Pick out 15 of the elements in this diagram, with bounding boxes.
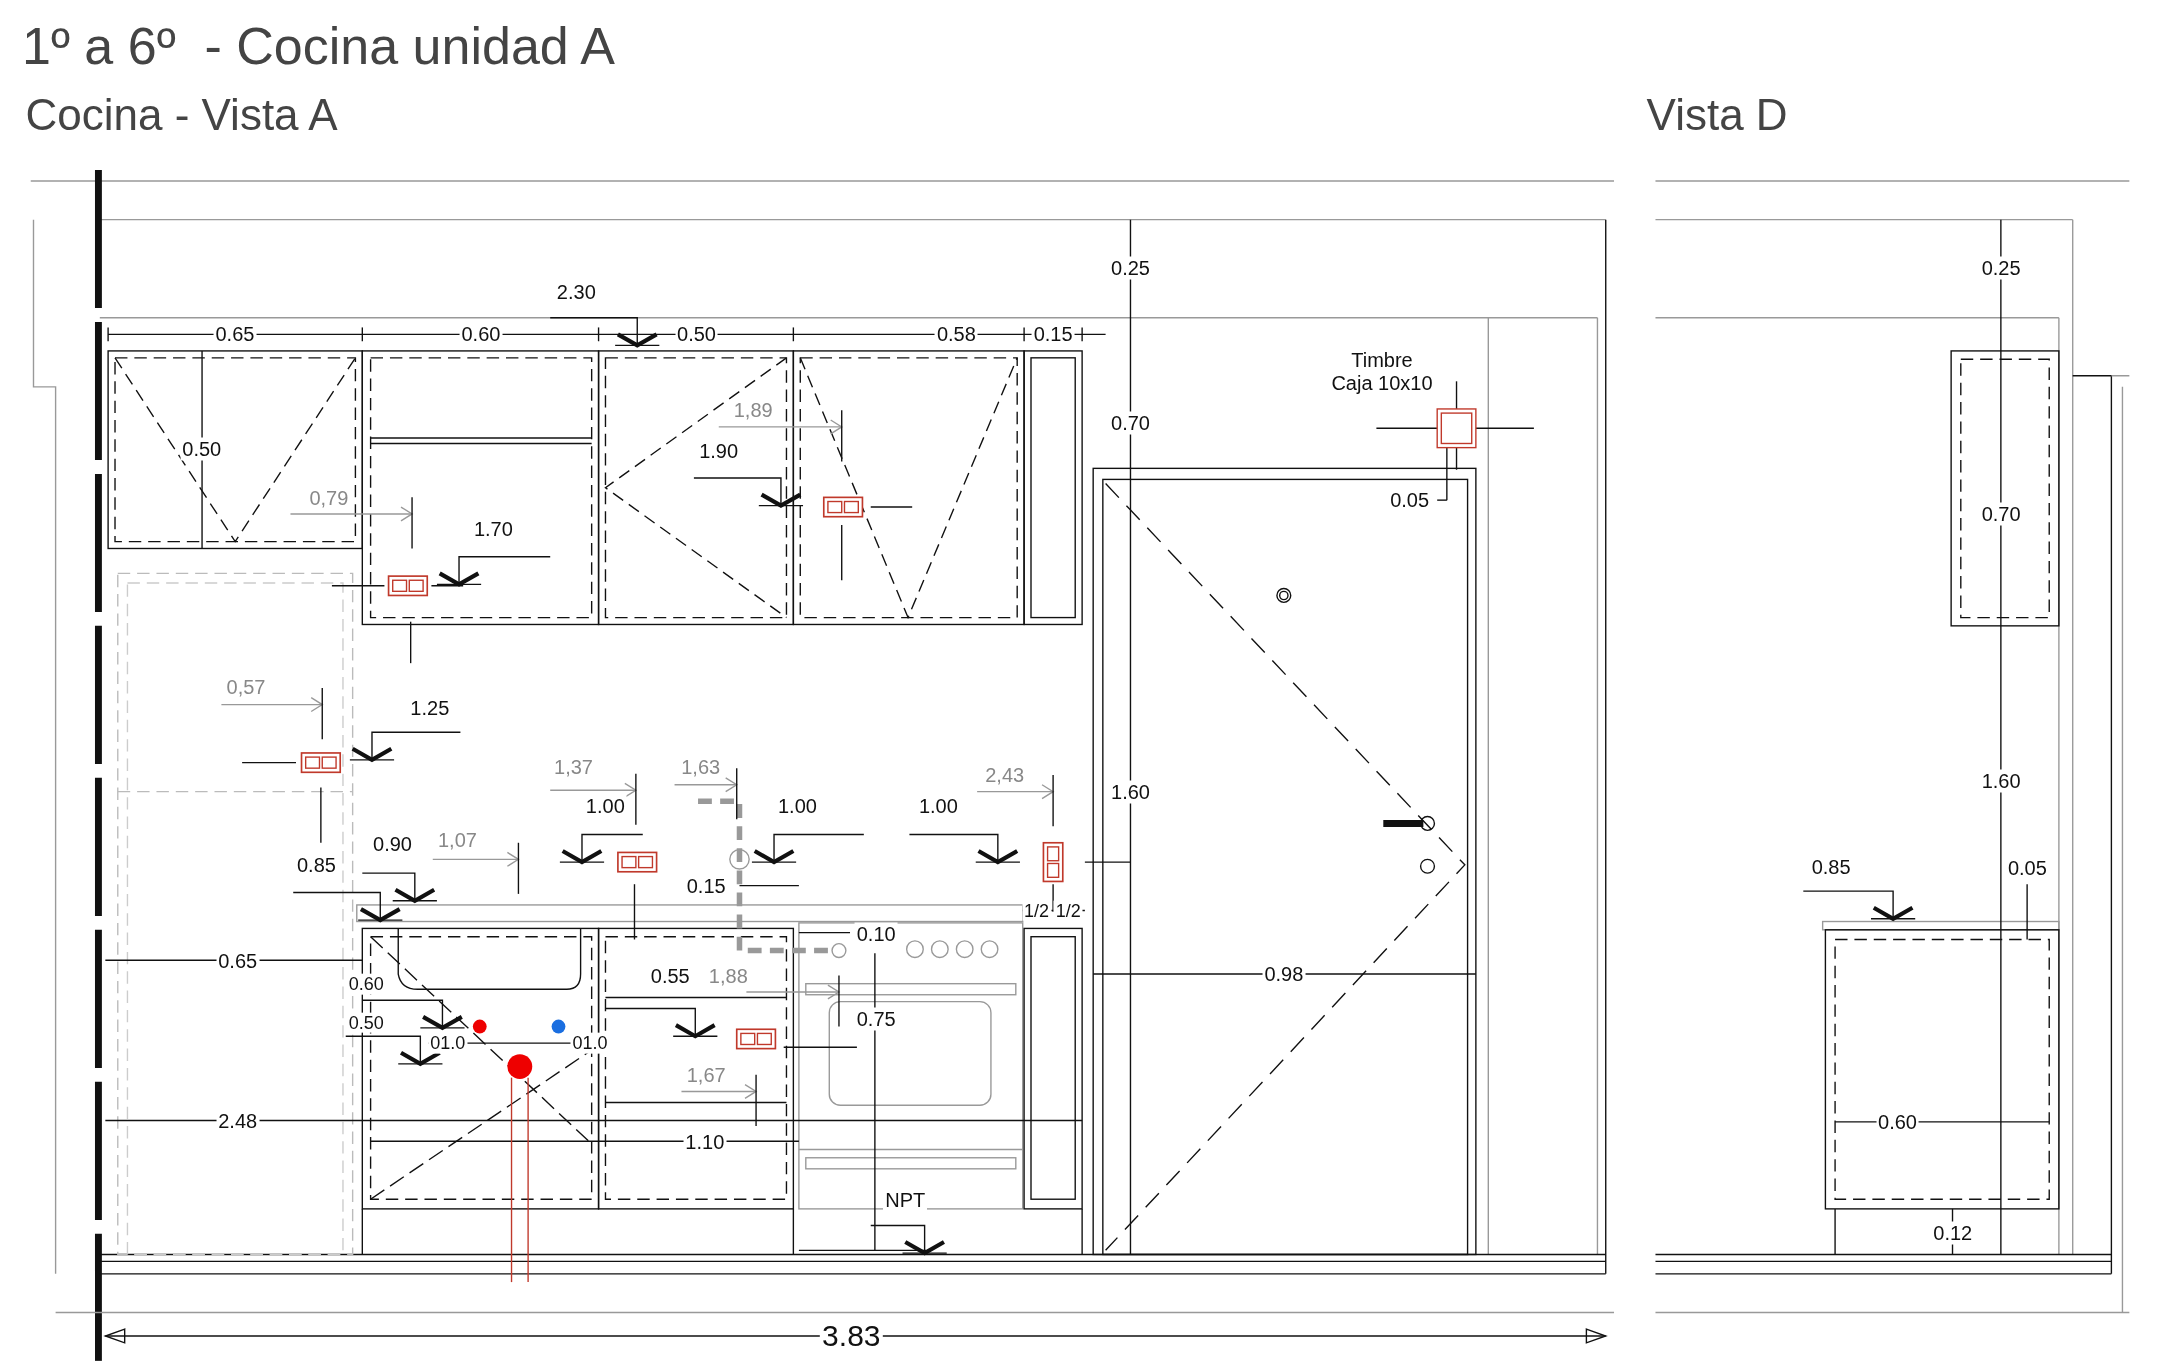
dimension-label: 1.60 (1109, 780, 1152, 804)
dimension-label: 0.75 (854, 1007, 898, 1031)
dimension-label: 0.50 (180, 437, 224, 461)
dimension-label: 0.70 (1979, 502, 2023, 526)
level-label: 0.50 (346, 1012, 386, 1034)
dimension-label: 0.25 (1979, 256, 2023, 280)
dimension-label: 0.12 (1931, 1221, 1975, 1245)
dimension-label: 01.0 (428, 1033, 468, 1054)
view-title: Cocina - Vista A (24, 89, 339, 140)
drawing-title: 1º a 6º - Cocina unidad A (22, 18, 616, 76)
dimension-label: 0.70 (1109, 411, 1152, 435)
dimension-label: 0.25 (1109, 256, 1152, 280)
view-title: Vista D (1645, 89, 1789, 140)
dimension-label: 01.0 (570, 1033, 610, 1054)
level-label: 0.60 (346, 973, 386, 995)
